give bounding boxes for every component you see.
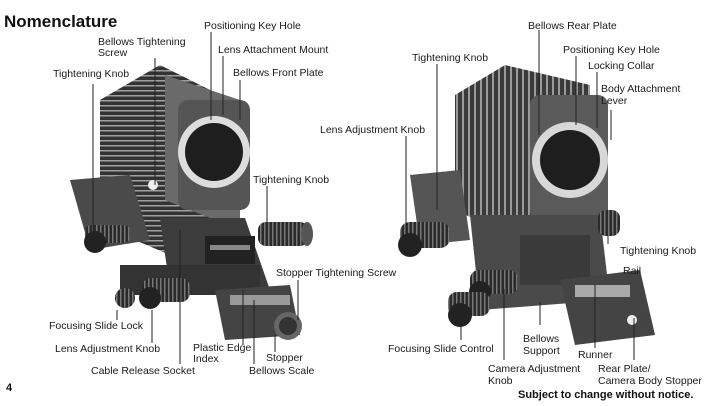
label-body-attachment-lever-2: Lever: [601, 95, 628, 107]
label-tightening-knob-right-top: Tightening Knob: [412, 52, 489, 64]
label-plastic-edge-index-2: Index: [193, 353, 219, 365]
label-positioning-key-hole-right: Positioning Key Hole: [563, 44, 660, 56]
label-bellows-rear-plate: Bellows Rear Plate: [528, 20, 617, 32]
label-tightening-knob-right-side: Tightening Knob: [620, 245, 697, 257]
label-bellows-tightening-screw-1: Bellows Tightening: [98, 36, 186, 48]
label-bellows-support-1: Bellows: [523, 333, 560, 345]
label-body-attachment-lever-1: Body Attachment: [601, 83, 681, 95]
label-runner: Runner: [578, 349, 613, 361]
label-camera-adjustment-knob-2: Knob: [488, 375, 513, 387]
label-lens-attachment-mount: Lens Attachment Mount: [218, 44, 329, 56]
notice-text: Subject to change without notice.: [518, 389, 694, 401]
label-rail: Rail: [623, 265, 642, 277]
label-lens-adjustment-knob-left: Lens Adjustment Knob: [55, 343, 161, 355]
label-cable-release-socket: Cable Release Socket: [91, 365, 195, 377]
label-tightening-knob-left-right: Tightening Knob: [253, 174, 330, 186]
label-lens-adjustment-knob-right: Lens Adjustment Knob: [320, 124, 426, 136]
label-plastic-edge-index-1: Plastic Edge: [193, 342, 252, 354]
page-title: Nomenclature: [4, 12, 118, 31]
label-focusing-slide-lock: Focusing Slide Lock: [49, 320, 143, 332]
label-positioning-key-hole-left: Positioning Key Hole: [204, 20, 301, 32]
label-bellows-support-2: Support: [523, 345, 560, 357]
label-stopper-tightening-screw: Stopper Tightening Screw: [276, 267, 397, 279]
label-tightening-knob-left-top: Tightening Knob: [53, 68, 130, 80]
page-number: 4: [6, 382, 13, 394]
left-tightening-knob-right: [258, 222, 308, 246]
label-bellows-tightening-screw-2: Screw: [98, 47, 128, 59]
label-focusing-slide-control: Focusing Slide Control: [388, 343, 494, 355]
left-bellows-photo: [70, 65, 313, 340]
label-rear-plate-1: Rear Plate/: [598, 363, 651, 375]
left-leader-lines: [92, 32, 299, 364]
label-bellows-front-plate: Bellows Front Plate: [233, 67, 324, 79]
label-camera-adjustment-knob-1: Camera Adjustment: [488, 363, 581, 375]
label-bellows-scale: Bellows Scale: [249, 365, 315, 377]
right-bellows-photo: [398, 65, 655, 345]
label-stopper: Stopper: [266, 352, 303, 364]
label-rear-plate-2: Camera Body Stopper: [598, 375, 702, 387]
label-locking-collar: Locking Collar: [588, 60, 655, 72]
right-tightening-knob-right: [598, 210, 620, 236]
right-leader-lines: [405, 30, 635, 360]
